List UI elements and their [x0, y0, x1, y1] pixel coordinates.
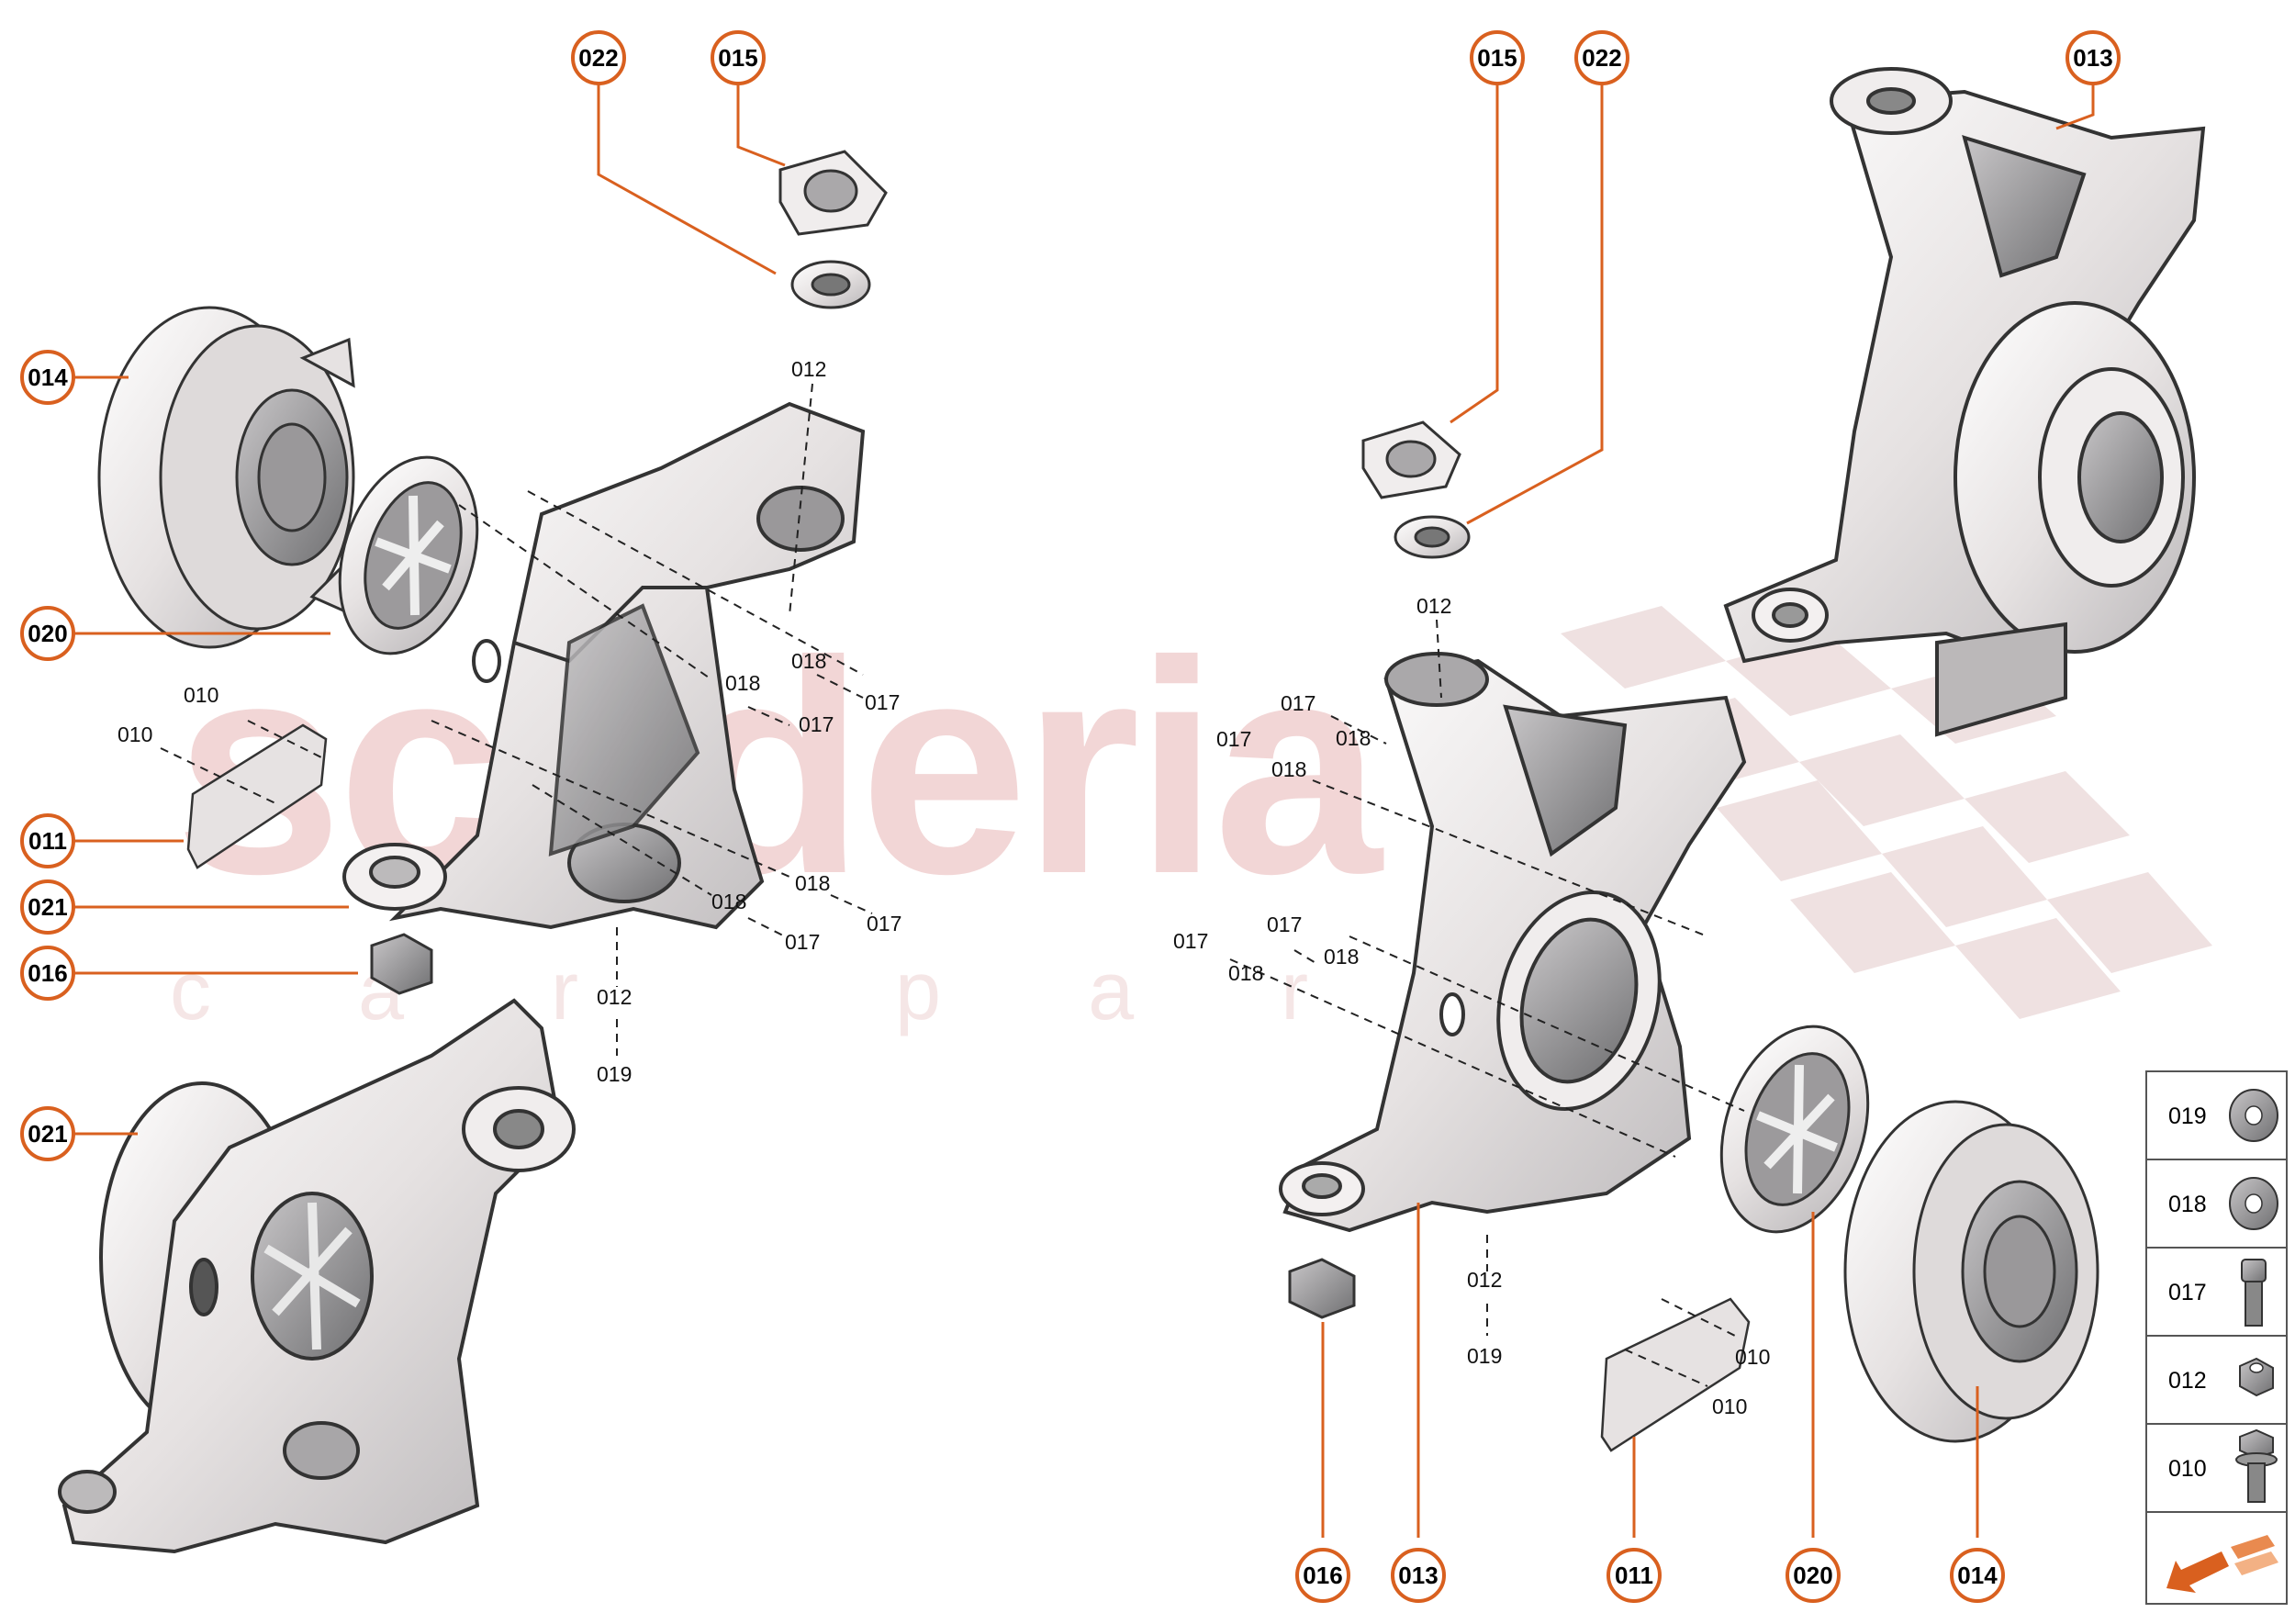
svg-text:020: 020 — [28, 620, 67, 647]
ref-label: 017 — [867, 912, 901, 935]
callout-015-right[interactable]: 015 — [1470, 30, 1525, 85]
callout-016-left[interactable]: 016 — [20, 946, 75, 1001]
svg-text:014: 014 — [1957, 1562, 1998, 1589]
ref-label: 012 — [597, 985, 632, 1009]
ref-label: 019 — [1467, 1344, 1502, 1368]
callout-015-left[interactable]: 015 — [711, 30, 766, 85]
ref-label: 017 — [1267, 913, 1302, 936]
ref-label: 018 — [1228, 961, 1263, 985]
left-wheel-hub — [97, 306, 356, 649]
svg-text:022: 022 — [1582, 44, 1621, 72]
callout-020-left[interactable]: 020 — [20, 606, 75, 661]
svg-text:015: 015 — [718, 44, 757, 72]
ref-label: 010 — [184, 683, 218, 707]
hex-nut-icon — [2239, 1357, 2274, 1397]
ref-label: 017 — [799, 712, 834, 736]
right-heat-shield-small — [1600, 1297, 1751, 1452]
callout-011-left[interactable]: 011 — [20, 813, 75, 868]
washer-icon — [2229, 1177, 2278, 1230]
svg-text:022: 022 — [578, 44, 618, 72]
left-heat-shield-small — [186, 723, 328, 869]
right-upper-nut-plate — [1361, 420, 1471, 559]
callout-016-right[interactable]: 016 — [1295, 1548, 1350, 1603]
callout-020-right[interactable]: 020 — [1786, 1548, 1841, 1603]
ref-label: 012 — [791, 357, 826, 381]
svg-text:011: 011 — [28, 827, 67, 855]
arrow-left-icon[interactable] — [2166, 1535, 2278, 1593]
reference-numbers: 012 018 017 018 017 010 010 018 017 018 … — [118, 357, 1770, 1418]
ref-label: 018 — [1336, 726, 1371, 750]
svg-text:017: 017 — [2168, 1280, 2207, 1305]
callout-022-left[interactable]: 022 — [571, 30, 626, 85]
left-dust-shield — [338, 455, 479, 655]
svg-text:013: 013 — [1398, 1562, 1438, 1589]
ref-label: 017 — [1281, 691, 1315, 715]
callout-022-right[interactable]: 022 — [1574, 30, 1629, 85]
callout-011-right[interactable]: 011 — [1606, 1548, 1662, 1603]
svg-text:016: 016 — [1303, 1562, 1342, 1589]
ref-label: 018 — [711, 890, 746, 913]
callout-013-right-bottom[interactable]: 013 — [1391, 1548, 1446, 1603]
ref-label: 017 — [785, 930, 820, 954]
legend-row-018[interactable]: 018 — [2168, 1177, 2278, 1230]
svg-text:021: 021 — [28, 893, 67, 921]
ref-label: 018 — [1324, 945, 1359, 969]
ref-label: 012 — [1467, 1268, 1502, 1292]
legend-row-019[interactable]: 019 — [2168, 1089, 2278, 1142]
svg-text:013: 013 — [2073, 44, 2112, 72]
callout-013-right-top[interactable]: 013 — [2066, 30, 2121, 85]
callout-014-right[interactable]: 014 — [1950, 1548, 2005, 1603]
svg-text:015: 015 — [1477, 44, 1517, 72]
svg-text:011: 011 — [1615, 1562, 1653, 1589]
legend-row-017[interactable]: 017 — [2168, 1259, 2267, 1327]
ref-label: 010 — [118, 722, 152, 746]
ref-label: 018 — [795, 871, 830, 895]
svg-text:016: 016 — [28, 959, 67, 987]
right-nut-016 — [1288, 1258, 1356, 1319]
callouts: 022 015 014 020 011 021 016 021 015 022 … — [20, 30, 2121, 1603]
ref-label: 019 — [597, 1062, 632, 1086]
svg-text:012: 012 — [2168, 1368, 2207, 1394]
ref-label: 018 — [1271, 757, 1306, 781]
svg-text:019: 019 — [2168, 1103, 2207, 1129]
left-steering-knuckle — [342, 401, 866, 930]
right-dust-shield — [1719, 1025, 1870, 1234]
svg-text:018: 018 — [2168, 1192, 2207, 1217]
left-knuckle-assembled — [58, 998, 576, 1554]
legend-row-010[interactable]: 010 — [2168, 1428, 2278, 1503]
flange-bolt-icon — [2235, 1428, 2278, 1503]
callout-leaders — [70, 77, 2095, 1538]
ref-label: 010 — [1735, 1345, 1770, 1369]
reference-lines — [160, 383, 1745, 1387]
svg-text:021: 021 — [28, 1120, 67, 1148]
ref-label: 012 — [1416, 594, 1451, 618]
ref-label: 018 — [725, 671, 760, 695]
svg-text:020: 020 — [1793, 1562, 1832, 1589]
callout-021-left-a[interactable]: 021 — [20, 879, 75, 935]
ref-label: 010 — [1712, 1394, 1747, 1418]
svg-text:010: 010 — [2168, 1456, 2207, 1482]
ref-label: 017 — [865, 690, 900, 714]
left-upper-nut-plate — [778, 150, 888, 309]
callout-021-left-b[interactable]: 021 — [20, 1106, 75, 1161]
right-knuckle-assembled — [1723, 67, 2206, 737]
washer-flat-icon — [2229, 1089, 2278, 1142]
hardware-legend: 019 018 017 012 — [2145, 1070, 2288, 1605]
ref-label: 017 — [1216, 727, 1251, 751]
socket-bolt-icon — [2241, 1259, 2267, 1327]
callout-014-left[interactable]: 014 — [20, 350, 75, 405]
right-wheel-hub — [1843, 1100, 2099, 1443]
ref-label: 018 — [791, 649, 826, 673]
ref-label: 017 — [1173, 929, 1208, 953]
left-nut-016 — [370, 933, 433, 995]
svg-text:014: 014 — [28, 364, 68, 391]
legend-row-012[interactable]: 012 — [2168, 1357, 2274, 1397]
